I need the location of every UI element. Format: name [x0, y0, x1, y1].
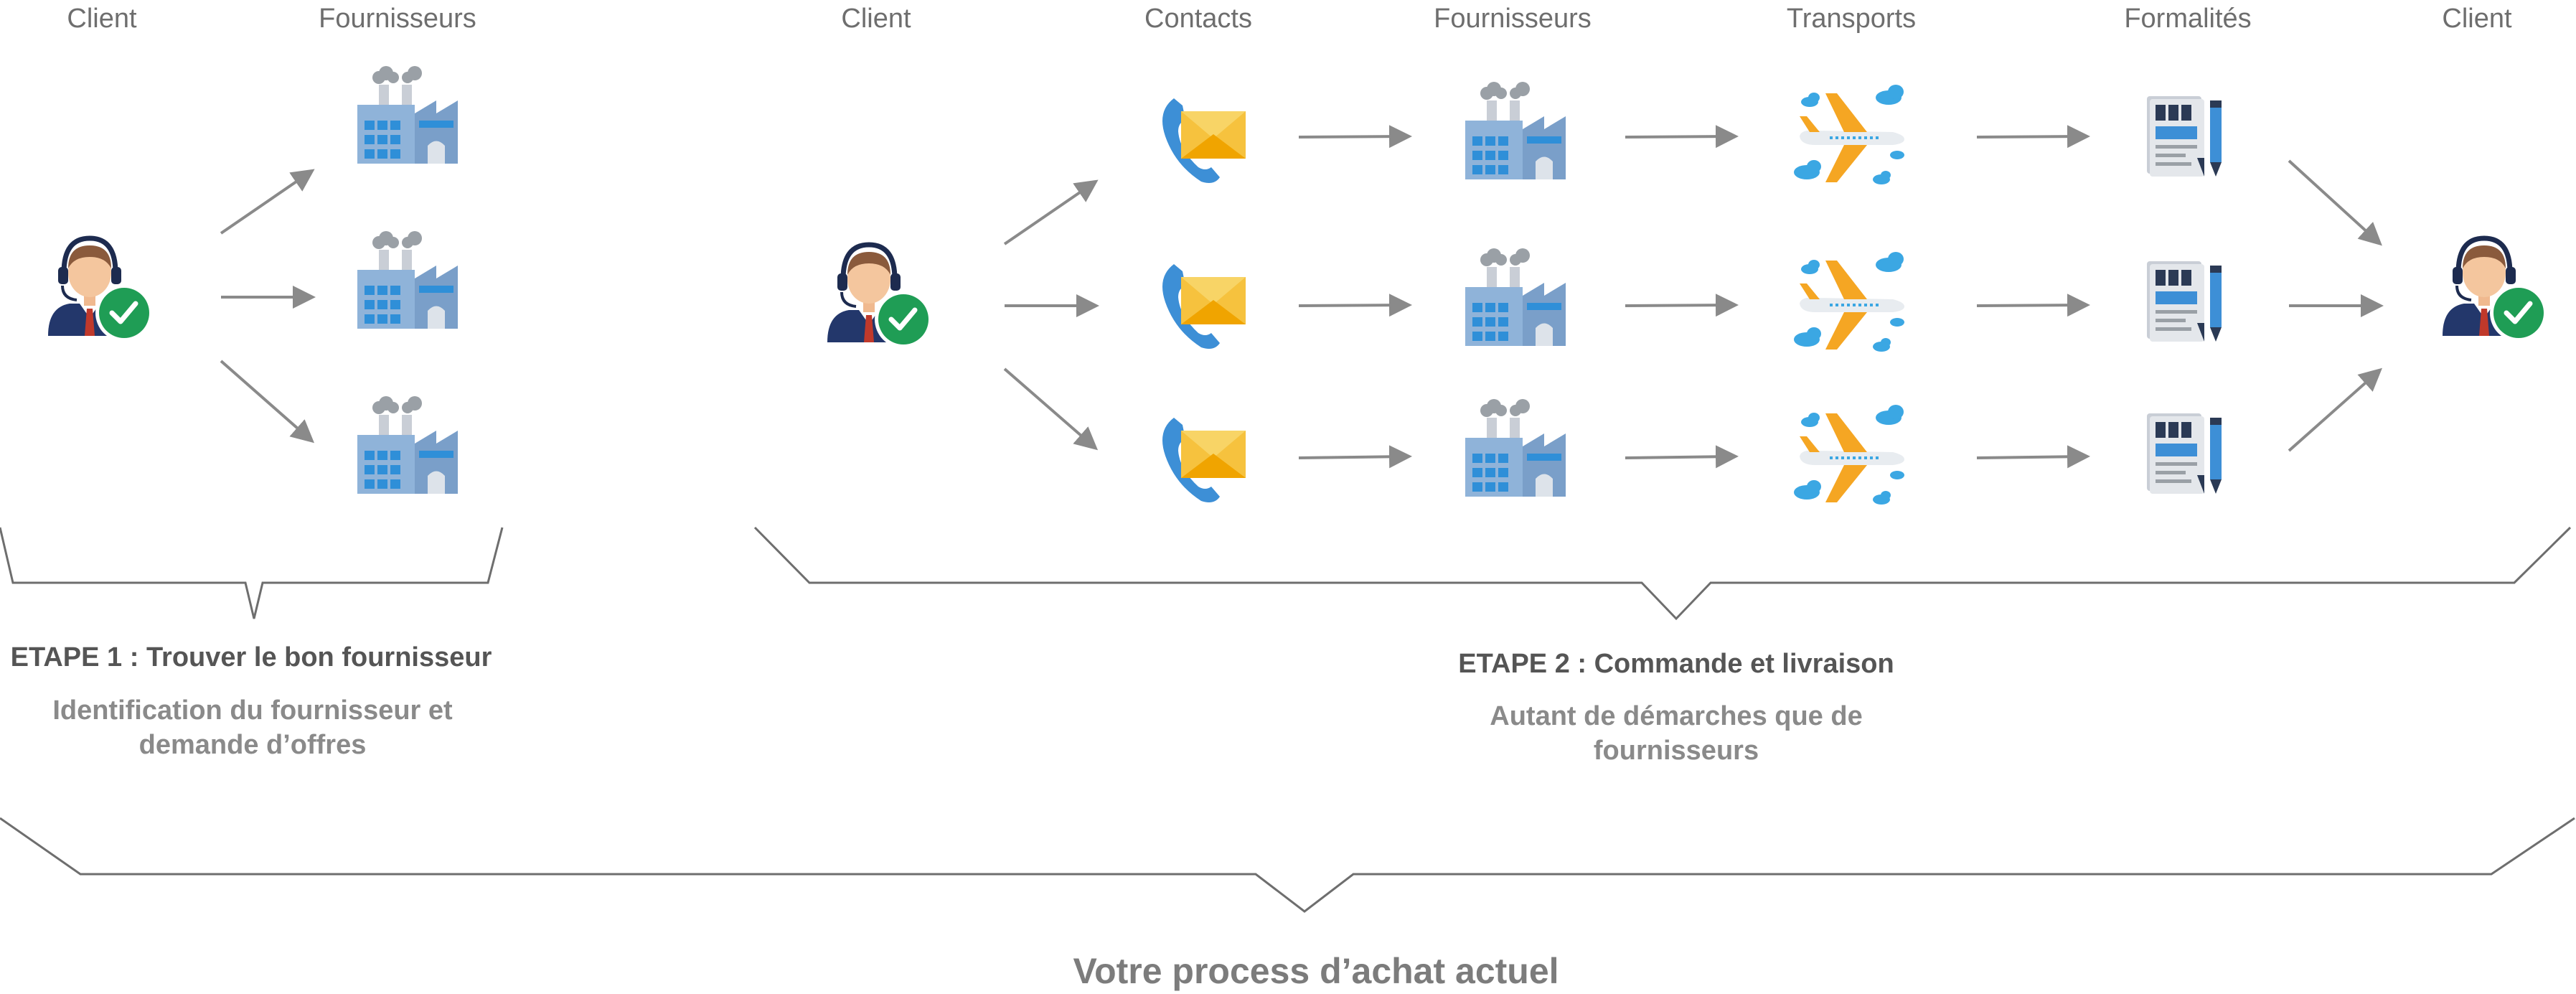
header-transports: Transports: [1787, 4, 1916, 34]
document-pen-icon: [2147, 413, 2222, 494]
header-formalities: Formalités: [2124, 4, 2251, 34]
step2-desc-line2: fournisseurs: [1594, 736, 1759, 766]
arrow: [2288, 159, 2382, 246]
header-contacts: Contacts: [1144, 4, 1252, 34]
arrow: [1625, 125, 1739, 149]
client-icon: [48, 238, 153, 342]
step1-brace: [0, 527, 504, 619]
step1-desc-line1: Identification du fournisseur et: [52, 695, 453, 726]
factory-icon: [357, 396, 458, 494]
header-suppliers-2: Fournisseurs: [1434, 4, 1592, 34]
factory-icon: [357, 66, 458, 164]
arrow: [220, 360, 315, 444]
arrow: [2288, 367, 2382, 452]
header-suppliers-1: Fournisseurs: [319, 4, 476, 34]
arrow: [1003, 179, 1099, 245]
factory-icon: [1465, 399, 1566, 497]
arrow: [1298, 445, 1412, 469]
phone-mail-icon: [1162, 264, 1246, 349]
phone-mail-icon: [1162, 418, 1246, 502]
document-pen-icon: [2147, 261, 2222, 342]
airplane-icon: [1792, 83, 1906, 186]
factory-icon: [357, 231, 458, 329]
footer-title: Votre process d’achat actuel: [1073, 951, 1559, 991]
header-client-3: Client: [2442, 4, 2512, 34]
client-icon: [2443, 238, 2547, 342]
step2-brace: [753, 526, 2572, 621]
arrow: [1298, 125, 1412, 149]
arrow: [1298, 294, 1412, 317]
phone-mail-icon: [1162, 98, 1246, 183]
step2-desc-line1: Autant de démarches que de: [1490, 701, 1862, 731]
arrow: [1976, 125, 2090, 149]
step1-title: ETAPE 1 : Trouver le bon fournisseur: [11, 642, 492, 672]
header-client-2: Client: [841, 4, 911, 34]
arrow: [1003, 367, 1099, 451]
overall-brace: [0, 817, 2575, 913]
header-client-1: Client: [67, 4, 137, 34]
step1-desc-line2: demande d’offres: [139, 730, 367, 760]
airplane-icon: [1792, 403, 1906, 506]
arrow: [220, 169, 315, 235]
arrow: [1976, 294, 2090, 317]
document-pen-icon: [2147, 96, 2222, 177]
airplane-icon: [1792, 250, 1906, 353]
step2-title: ETAPE 2 : Commande et livraison: [1458, 649, 1894, 679]
client-icon: [827, 245, 932, 348]
arrow: [1625, 445, 1739, 469]
factory-icon: [1465, 248, 1566, 346]
factory-icon: [1465, 82, 1566, 179]
arrow: [1625, 294, 1739, 317]
arrow: [1976, 445, 2090, 469]
